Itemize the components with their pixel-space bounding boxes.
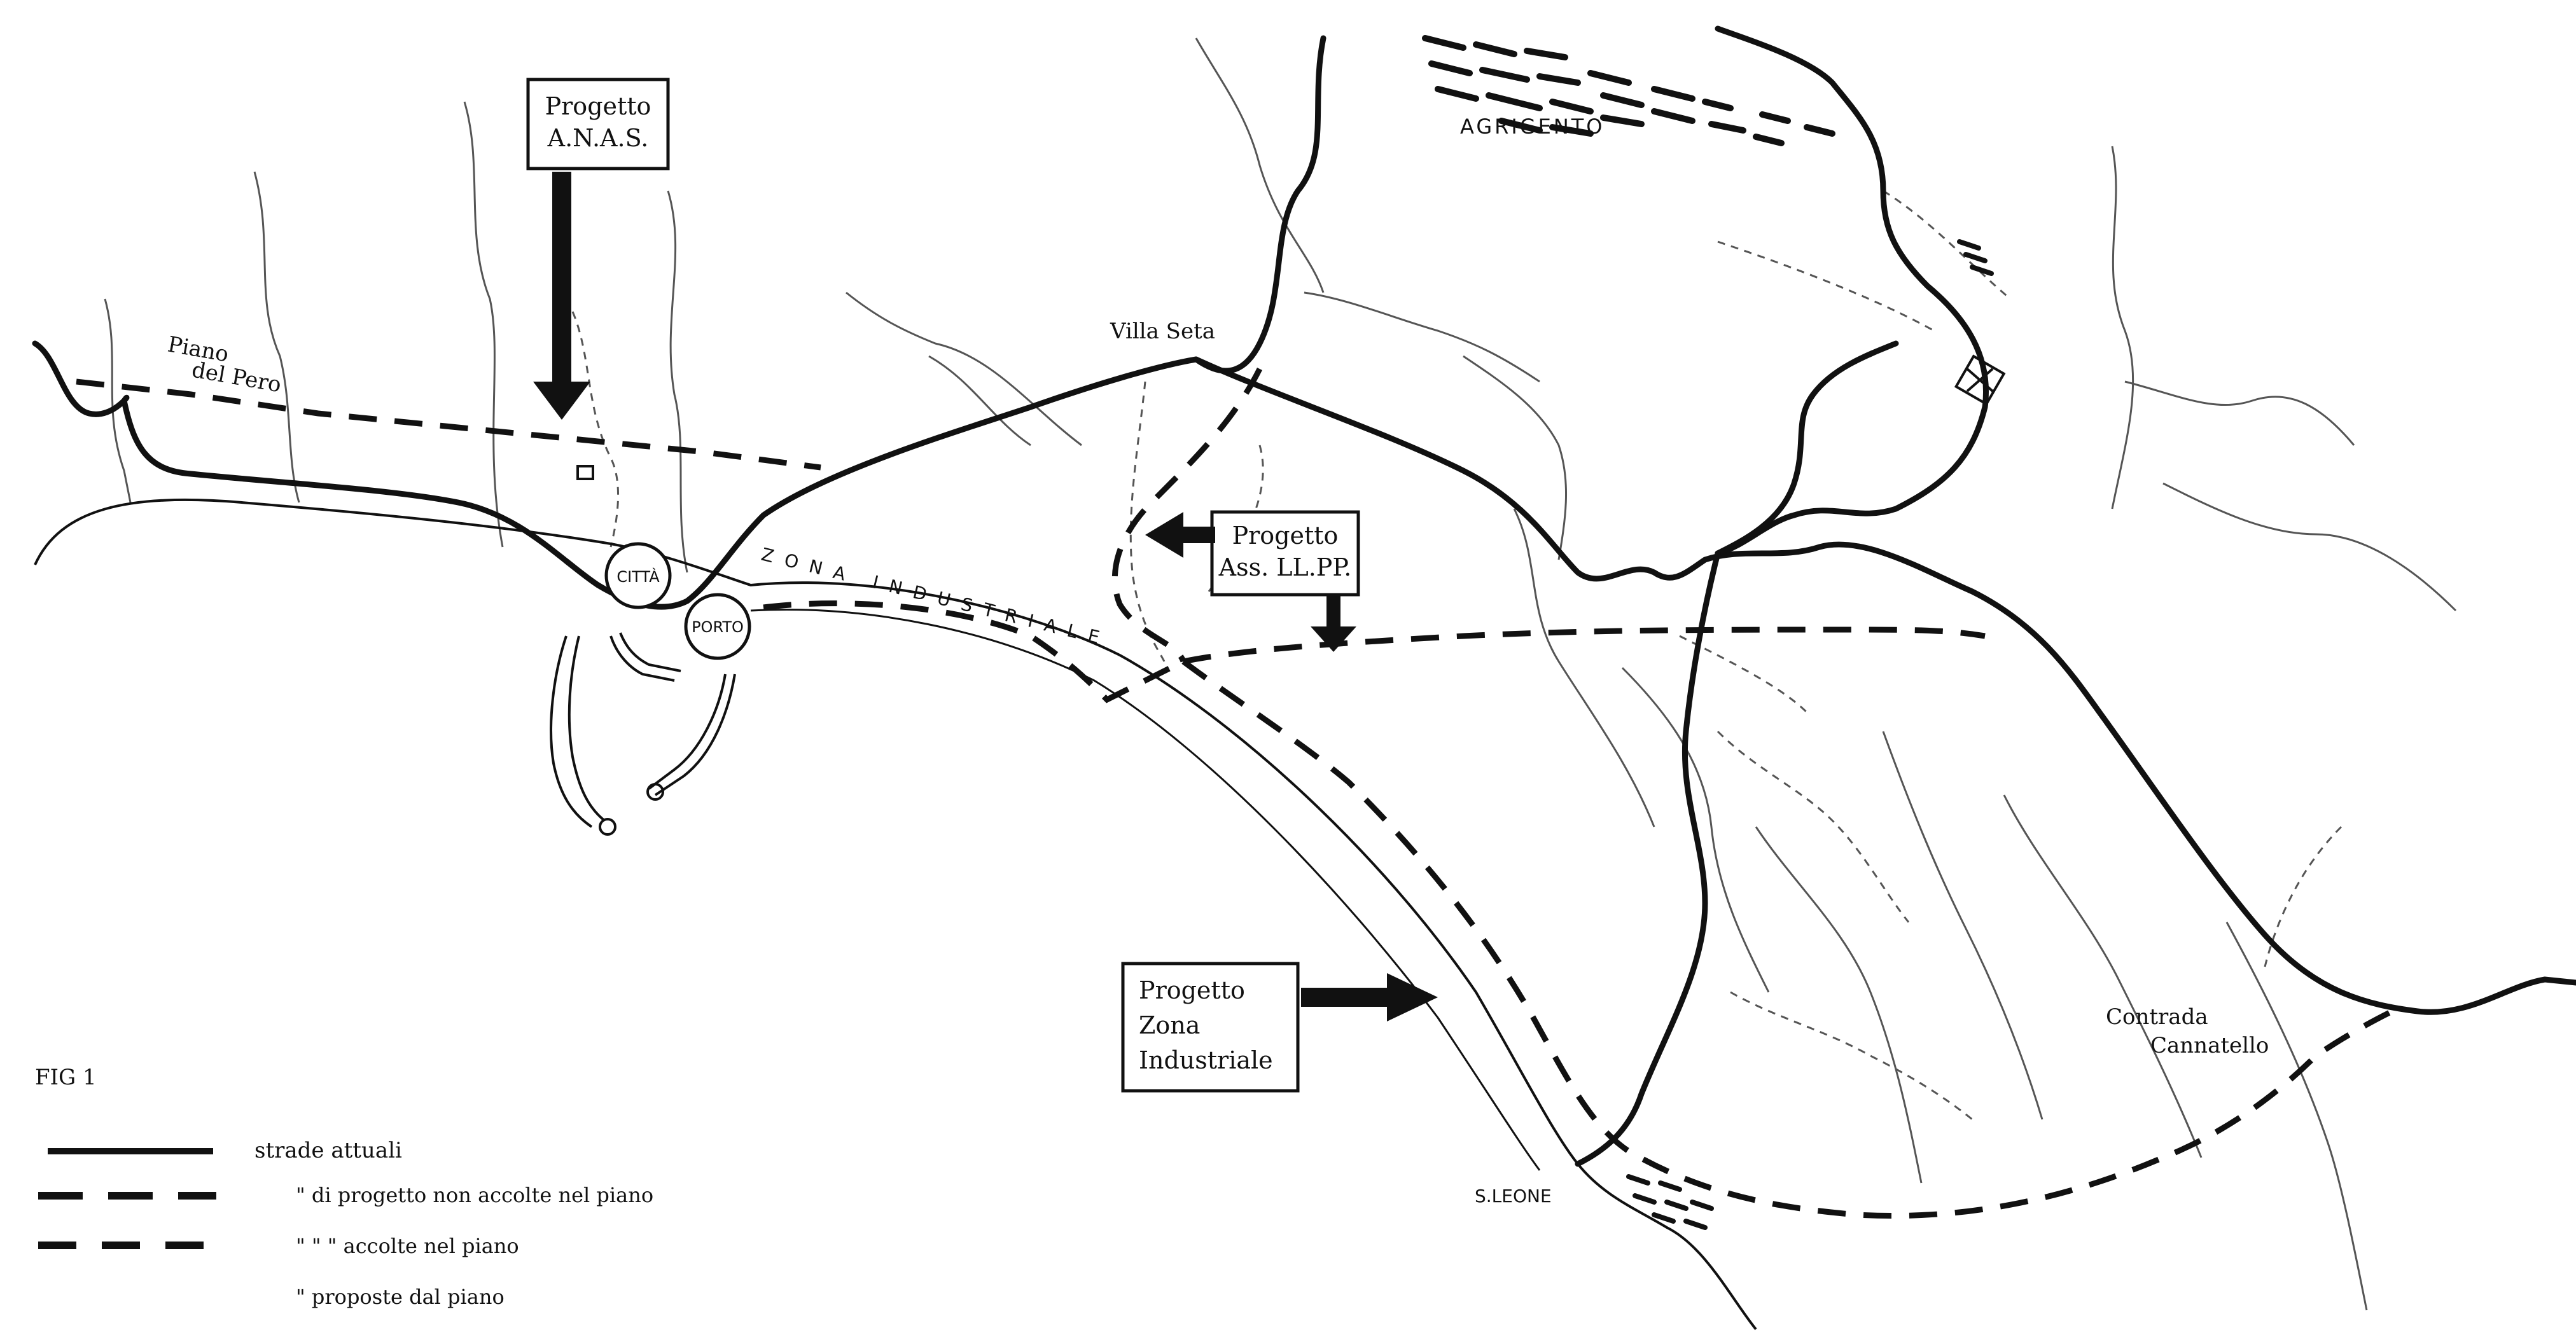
arrow-llpp-left (1145, 512, 1215, 558)
callout-zona-line1: Progetto (1139, 976, 1245, 1004)
legend-label-dash-long: " di progetto non accolte nel piano (296, 1183, 653, 1207)
arrow-llpp-down (1311, 595, 1356, 652)
planned-roads (76, 367, 2394, 1219)
callout-llpp-line2: Ass. LL.PP. (1218, 553, 1352, 581)
callout-llpp-line1: Progetto (1232, 522, 1339, 550)
legend: FIG 1 strade attuali " di progetto non a… (35, 1065, 653, 1309)
s-leone-blocks (1626, 1174, 1714, 1230)
legend-fig-label: FIG 1 (35, 1065, 97, 1090)
porto-circle (684, 593, 751, 660)
label-porto: PORTO (692, 618, 744, 636)
arrow-anas (533, 172, 590, 420)
coastline (34, 498, 1757, 1331)
callout-zona-box (1121, 962, 1300, 1093)
legend-label-solid: strade attuali (254, 1138, 402, 1163)
legend-label-dash-short: " " " accolte nel piano (296, 1234, 519, 1258)
callout-anas-line2: A.N.A.S. (547, 124, 649, 152)
building-symbol (576, 465, 594, 480)
label-villa-seta: Villa Seta (1110, 319, 1215, 344)
tracks-layer (571, 190, 2343, 1121)
cemetery-symbol (1954, 354, 2006, 406)
callout-zona-line3: Industriale (1139, 1046, 1273, 1074)
existing-roads (32, 25, 2576, 1167)
label-contrada-1: Contrada (2106, 1004, 2208, 1030)
citta-circle (604, 542, 672, 609)
label-piano-del-pero-2: del Pero (190, 357, 283, 398)
callout-zona-line2: Zona (1139, 1011, 1200, 1039)
legend-label-proposed: " proposte dal piano (296, 1285, 505, 1309)
callout-llpp-box (1210, 510, 1360, 597)
coastline-inner (750, 609, 1541, 1171)
label-zona-industriale: ZONA INDUSTRIALE (759, 544, 1113, 651)
harbour-piers (550, 632, 736, 836)
quarry-markers (1957, 239, 1994, 276)
callout-anas-line1: Progetto (545, 92, 651, 120)
label-contrada-2: Cannatello (2150, 1033, 2269, 1058)
arrow-zona (1301, 973, 1438, 1021)
streams-layer (104, 38, 2457, 1311)
label-s-leone: S.LEONE (1475, 1186, 1552, 1207)
label-citta: CITTÀ (616, 567, 660, 586)
agrigento-town-blocks (1422, 35, 1835, 146)
callout-anas-box (526, 78, 670, 170)
label-agrigento: AGRIGENTO (1460, 114, 1605, 139)
